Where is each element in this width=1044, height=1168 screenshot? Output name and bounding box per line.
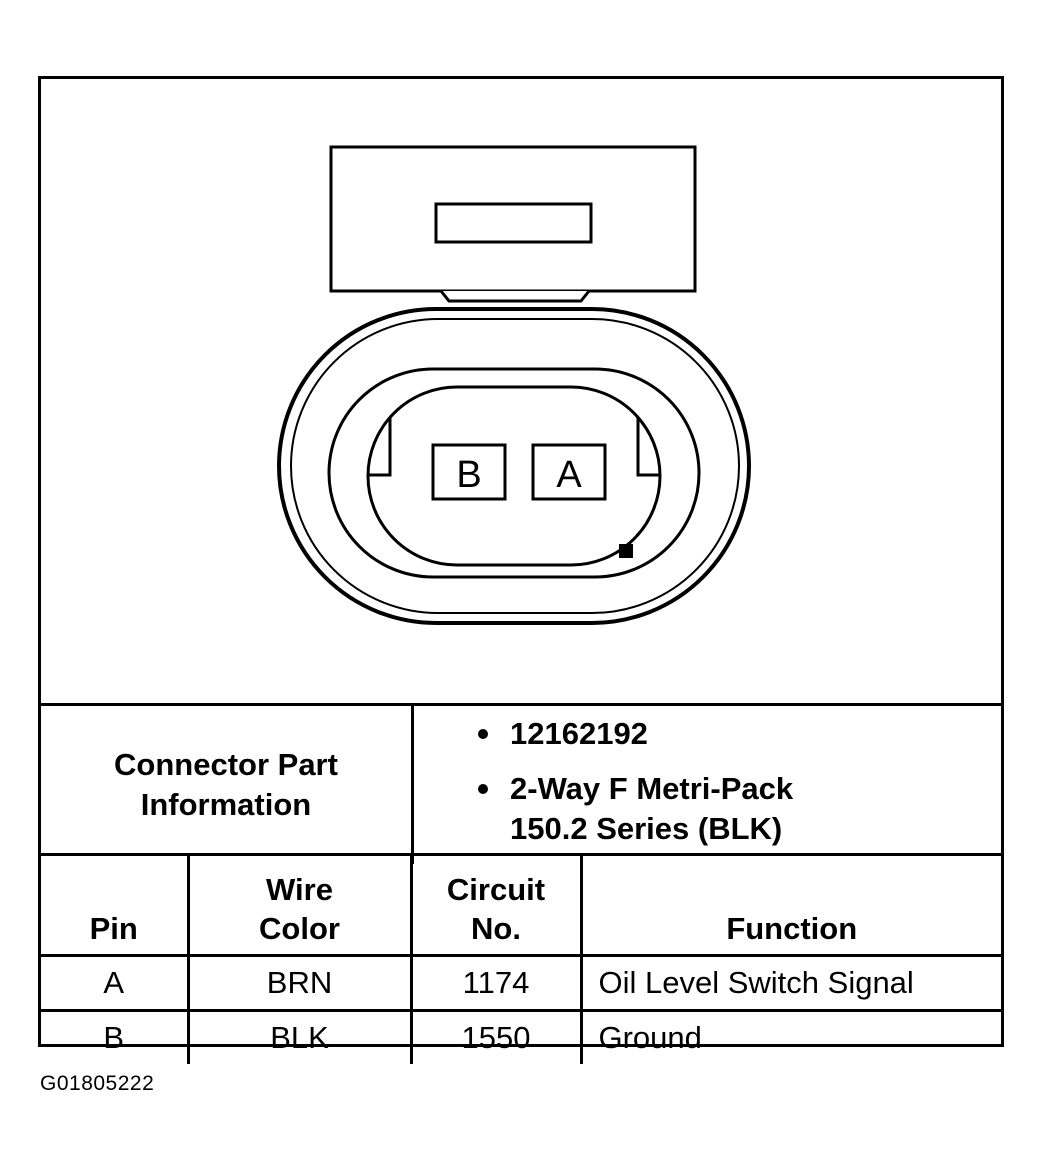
connector-inner-cavity [327,367,701,579]
pin-label-b: B [456,454,481,496]
part-info-values: 12162192 2-Way F Metri-Pack 150.2 Series… [412,703,1001,864]
row-pin: B [41,1009,190,1064]
row-pin: A [41,954,190,1011]
row-wire-color: BRN [188,954,413,1011]
connector-drawing: B A [41,79,1001,703]
connector-lock-slot [434,202,593,244]
figure-id: G01805222 [40,1072,155,1095]
connector-terminal-carrier [366,385,662,567]
table-row: B BLK 1550 Ground [41,1009,1001,1064]
part-description: 2-Way F Metri-Pack 150.2 Series (BLK) [474,769,850,849]
row-function: Ground [581,1009,1001,1064]
part-number: 12162192 [474,714,1001,754]
pin-cavity-b [431,443,507,501]
connector-latch [439,290,591,303]
part-info-label: Connector Part Information [41,703,414,864]
polarity-marker [619,544,633,558]
header-function: Function [581,853,1001,956]
connector-face-svg: B A [277,145,751,625]
row-circuit-no: 1550 [411,1009,583,1064]
header-wire-color-text: Wire Color [259,872,340,946]
header-pin: Pin [41,853,190,956]
connector-part-info-table: Connector Part Information 12162192 2-Wa… [41,703,1001,864]
header-wire-color: Wire Color [188,853,413,956]
pin-label-a: A [556,454,582,496]
diagram-frame: B A Connector Part Information 12162192 … [38,76,1004,1064]
header-circuit-no: Circuit No. [411,853,583,956]
header-circuit-no-text: Circuit No. [446,872,546,946]
row-wire-color: BLK [188,1009,413,1064]
pin-table-header: Pin Wire Color Circuit No. Function [41,853,1001,956]
pin-function-table: Pin Wire Color Circuit No. Function A BR… [41,853,1001,1064]
connector-outer-ring [290,318,740,614]
row-function: Oil Level Switch Signal [581,954,1001,1011]
table-row: A BRN 1174 Oil Level Switch Signal [41,954,1001,1011]
pin-cavity-a [531,443,607,501]
row-circuit-no: 1174 [411,954,583,1011]
